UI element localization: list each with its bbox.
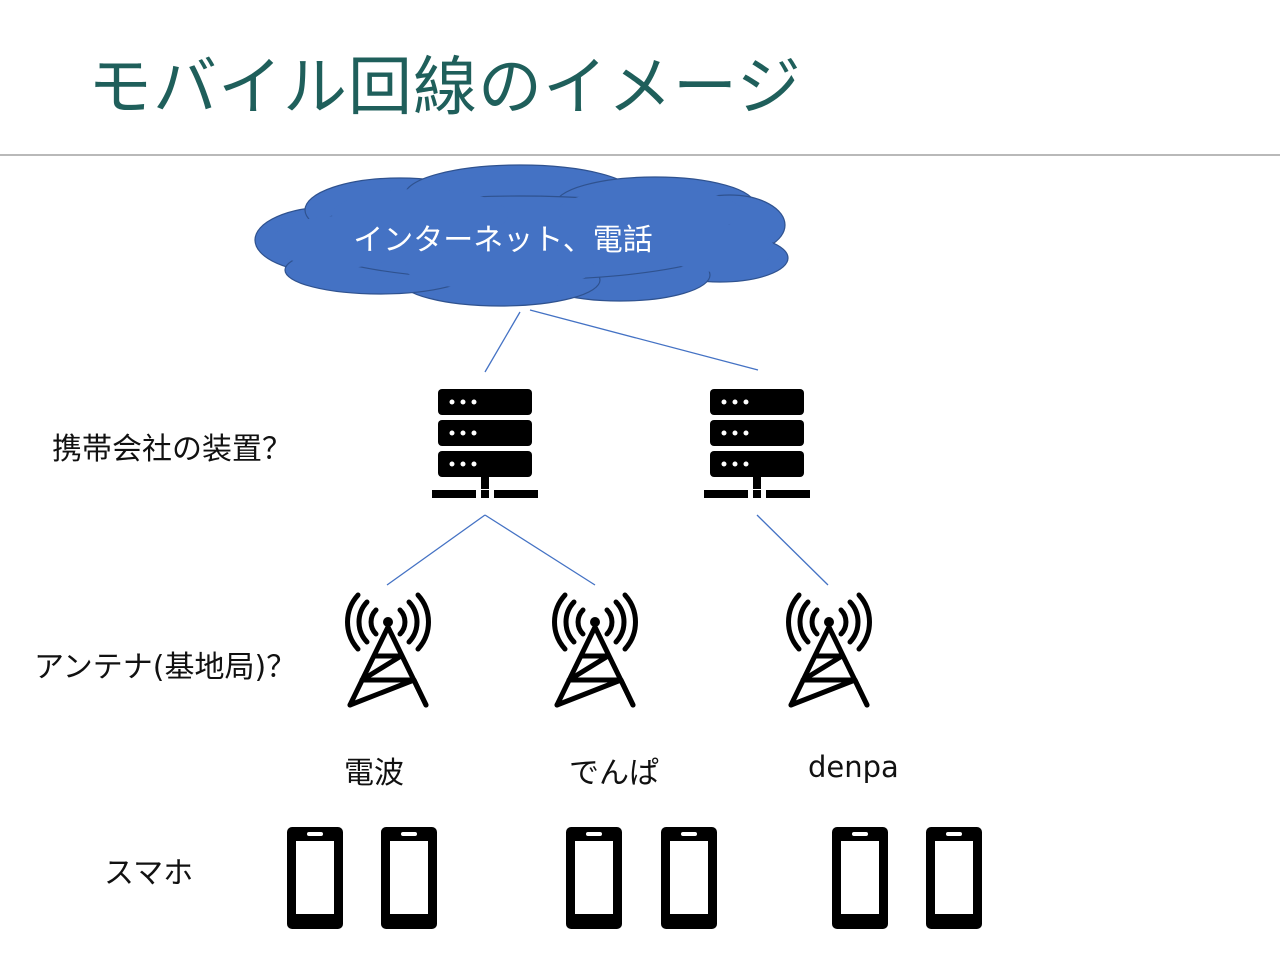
smartphone-icon <box>566 827 622 929</box>
wave-label-2: でんぱ <box>569 756 659 791</box>
wave-label-3: denpa <box>808 750 899 784</box>
antenna-tower-icon <box>786 592 872 708</box>
smartphone-icon <box>832 827 888 929</box>
line-server1-antenna2 <box>484 514 596 586</box>
smartphone-icon <box>287 827 343 929</box>
line-cloud-server-1 <box>484 311 521 373</box>
smartphone-icon <box>661 827 717 929</box>
wave-label-1: 電波 <box>344 756 404 791</box>
slide-title: モバイル回線のイメージ <box>88 51 802 125</box>
antenna-row-label: アンテナ(基地局)？ <box>34 650 297 685</box>
title-divider <box>0 154 1280 156</box>
devices-row-label: 携帯会社の装置？ <box>52 432 292 467</box>
line-server1-antenna1 <box>386 514 486 586</box>
phone-row-label: スマホ <box>104 856 194 891</box>
antenna-tower-icon <box>345 592 431 708</box>
cloud-label: インターネット、電話 <box>353 223 652 258</box>
smartphone-icon <box>381 827 437 929</box>
server-icon <box>432 389 538 498</box>
cloud-shape <box>254 164 789 307</box>
line-cloud-server-2 <box>529 309 759 371</box>
antenna-tower-icon <box>552 592 638 708</box>
line-server2-antenna3 <box>756 514 829 586</box>
server-icon <box>704 389 810 498</box>
smartphone-icon <box>926 827 982 929</box>
connector-lines <box>386 309 829 586</box>
